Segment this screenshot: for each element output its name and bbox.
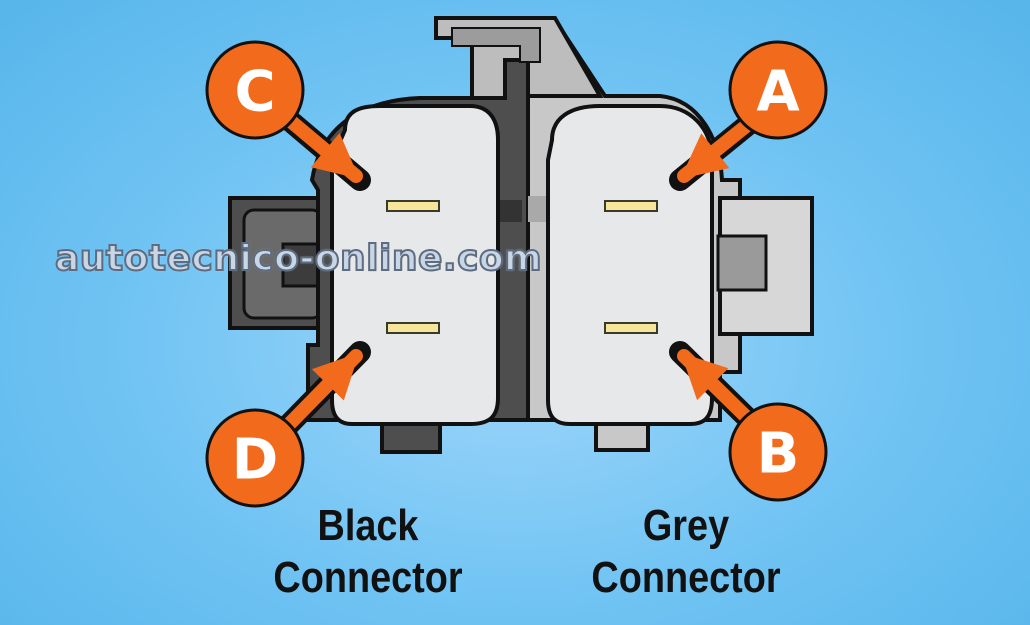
terminal-c bbox=[386, 200, 440, 212]
callout-c-letter: C bbox=[234, 60, 275, 125]
black-connector-label: Black Connector bbox=[230, 500, 505, 604]
callout-b-letter: B bbox=[757, 422, 800, 487]
terminal-b bbox=[604, 322, 658, 334]
black-connector-label-line2: Connector bbox=[273, 553, 463, 602]
grey-connector-label-line2: Connector bbox=[591, 553, 781, 602]
callout-a: A bbox=[728, 40, 828, 140]
callout-c: C bbox=[205, 40, 305, 140]
terminal-d bbox=[386, 322, 440, 334]
black-connector-label-line1: Black bbox=[317, 501, 419, 550]
terminal-a bbox=[604, 200, 658, 212]
watermark: autotecnico-online.com bbox=[54, 237, 543, 280]
callout-d-letter: D bbox=[232, 428, 278, 493]
grey-connector-label-line1: Grey bbox=[642, 501, 730, 550]
grey-connector-label: Grey Connector bbox=[548, 500, 823, 604]
grey-cavity bbox=[546, 104, 714, 426]
callout-b: B bbox=[728, 402, 828, 502]
callout-d: D bbox=[205, 408, 305, 508]
callout-a-letter: A bbox=[756, 60, 800, 125]
black-cavity bbox=[330, 104, 500, 426]
grey-connector bbox=[434, 16, 814, 452]
